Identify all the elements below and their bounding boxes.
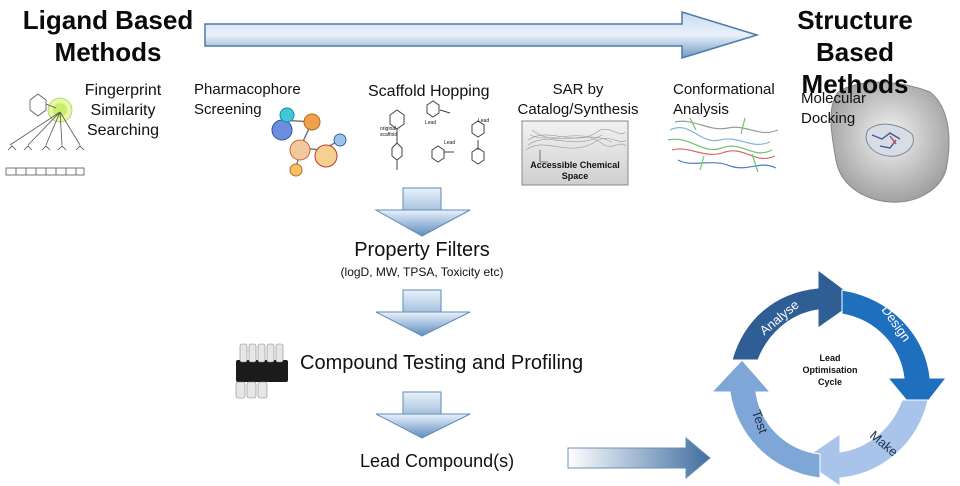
conformational-image — [667, 117, 779, 173]
cycle-arrow-analyse — [731, 269, 859, 361]
cycle-center-label: Lead Optimisation Cycle — [802, 353, 858, 387]
compound-testing-label: Compound Testing and Profiling — [300, 352, 584, 374]
lead-arrow — [567, 436, 711, 480]
down-arrow-3-body — [375, 413, 471, 439]
docking-label: Molecular Docking — [801, 90, 867, 127]
scaffold-caption-lead-2: Lead — [444, 140, 456, 146]
fingerprint-diagram-image — [5, 93, 85, 176]
scaffold-hopping-image — [389, 100, 485, 170]
scaffold-caption-lead-3: Lead — [478, 118, 490, 124]
tube-rack-image — [235, 343, 288, 399]
scaffold-caption-original: original scaffold — [380, 126, 398, 138]
structure-based-title: Structure Based Methods — [797, 5, 913, 99]
property-filters-label: Property Filters — [354, 239, 490, 261]
fingerprint-label: Fingerprint Similarity Searching — [84, 82, 162, 139]
sar-label: SAR by Catalog/Synthesis — [517, 81, 639, 118]
pharmacophore-label: Pharmacophore Screening — [194, 81, 301, 118]
cycle-arrow-test — [710, 359, 821, 479]
pharmacophore-image — [271, 107, 347, 177]
docking-image — [830, 81, 950, 203]
scaffold-hopping-label: Scaffold Hopping — [368, 83, 490, 100]
chemical-space-image — [521, 120, 629, 186]
cycle-arrow-make — [801, 399, 929, 486]
lead-compounds-label: Lead Compound(s) — [360, 451, 515, 471]
down-arrow-2-body — [375, 311, 471, 337]
chemical-space-caption: Accessible Chemical Space — [530, 160, 620, 181]
property-filters-sublabel: (logD, MW, TPSA, Toxicity etc) — [340, 265, 504, 279]
down-arrow-1-body — [374, 209, 471, 237]
top-arrow — [204, 10, 760, 60]
scaffold-caption-lead-1: Lead — [425, 120, 437, 126]
ligand-based-title: Ligand Based Methods — [22, 5, 194, 67]
lead-optimisation-cycle — [710, 269, 948, 486]
conformational-label: Conformational Analysis — [673, 81, 775, 118]
